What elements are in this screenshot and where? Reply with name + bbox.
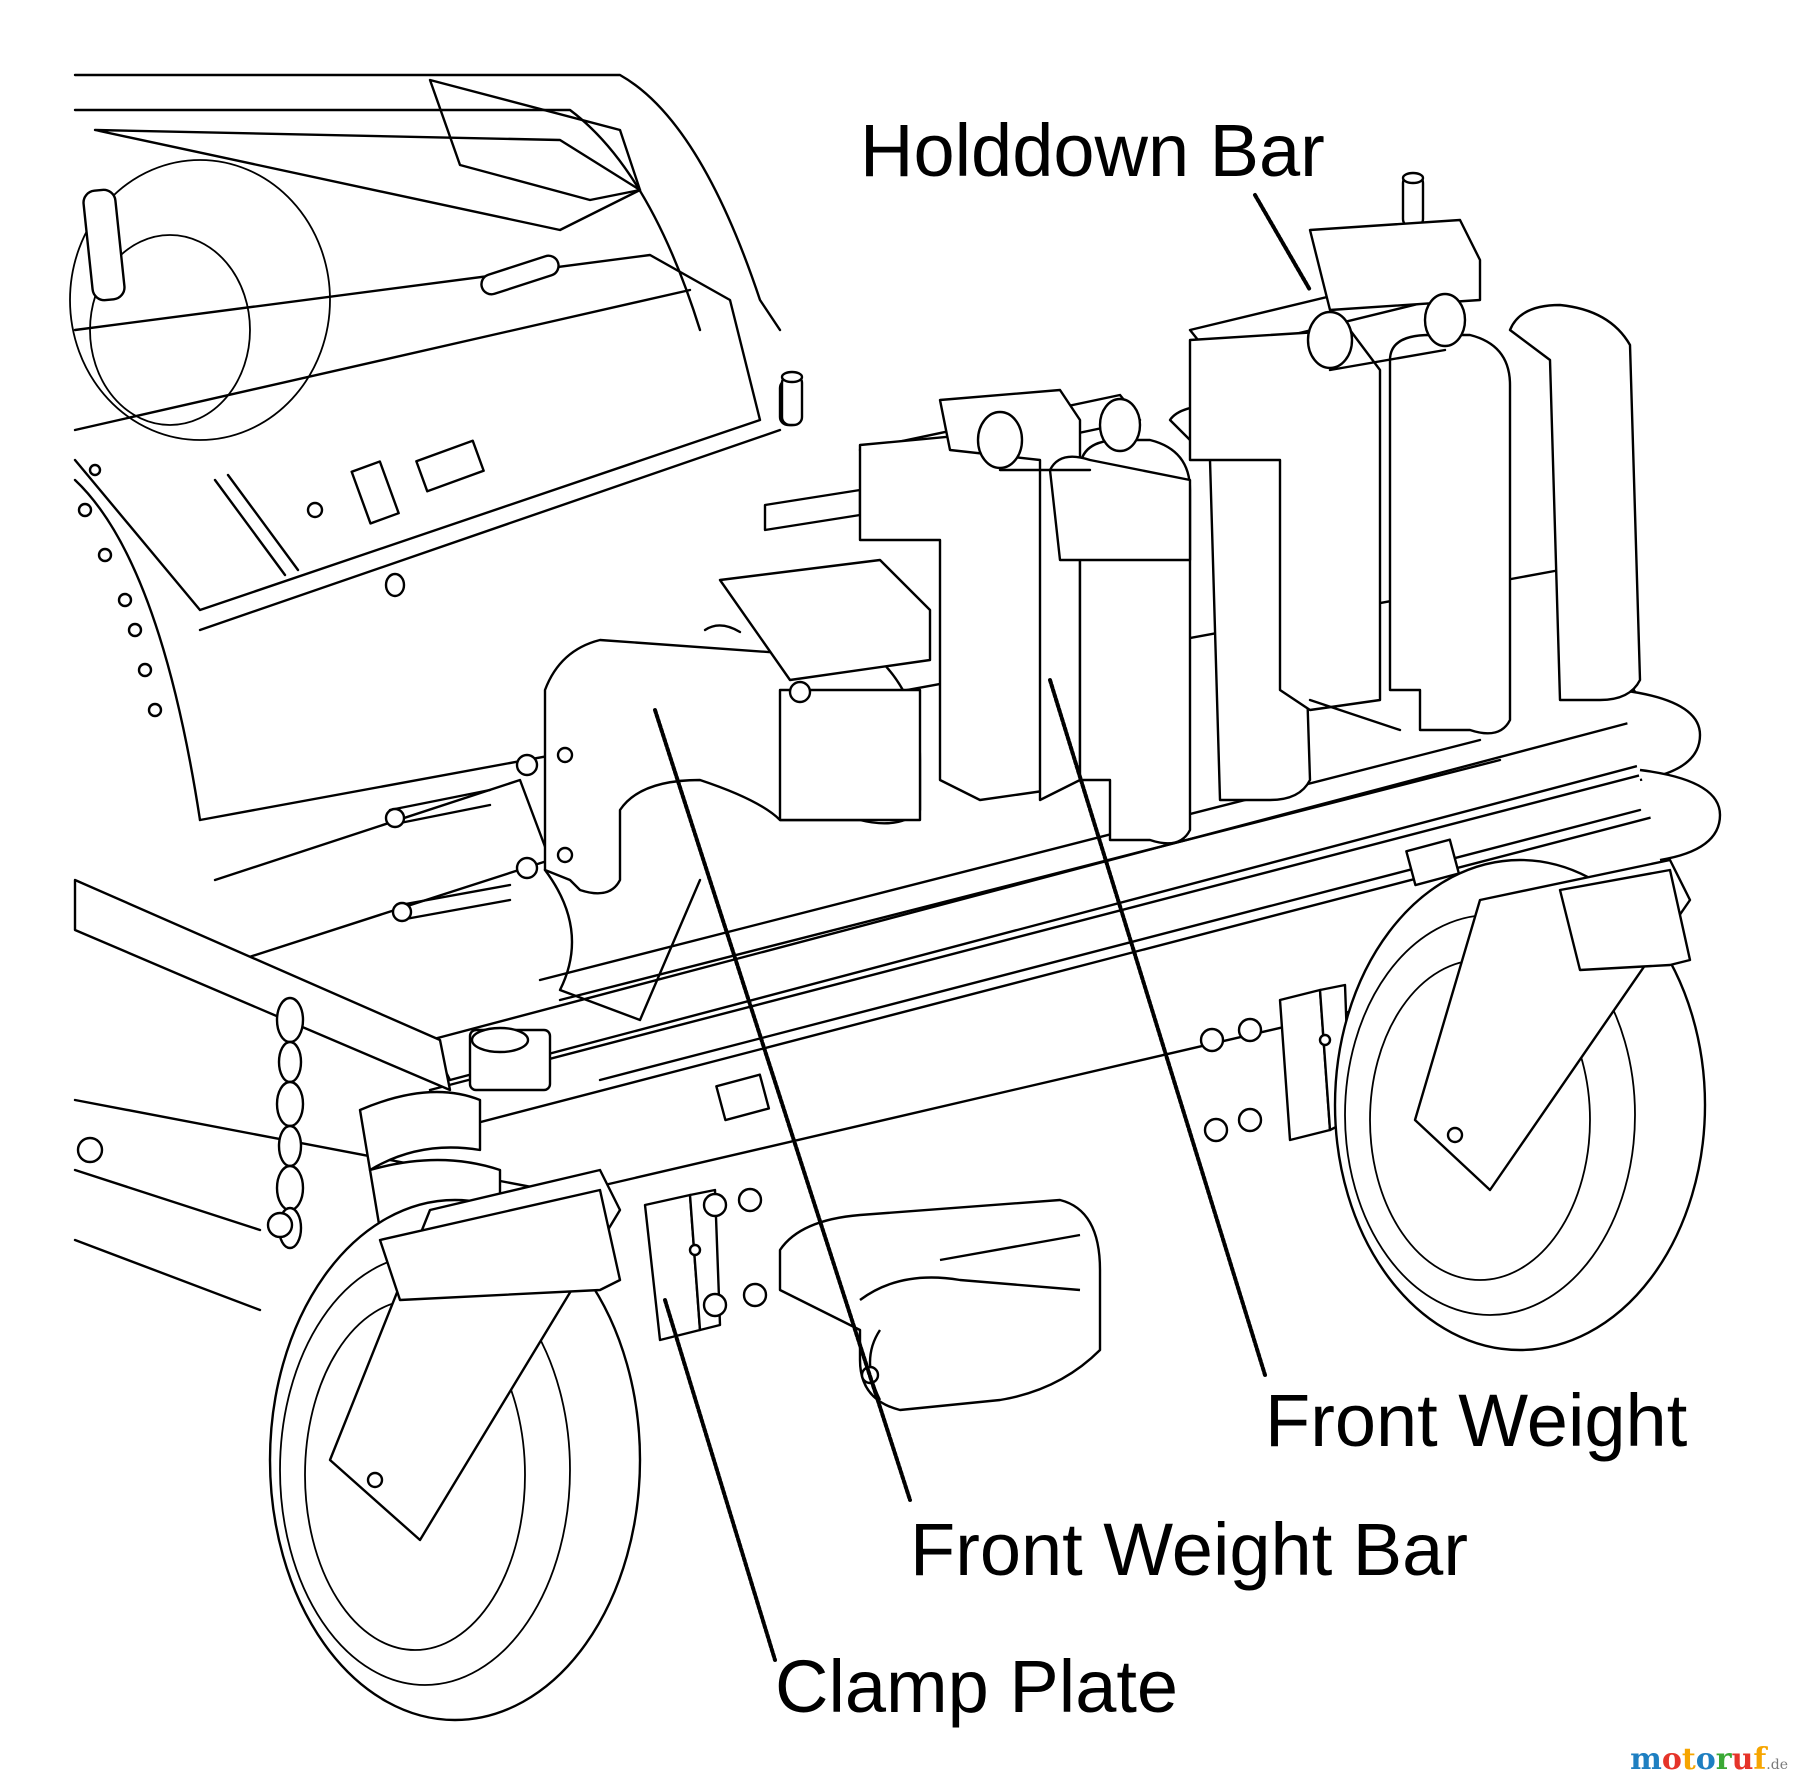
caster-wheel-right bbox=[1333, 858, 1707, 1352]
watermark-logo: motoruf.de bbox=[1630, 1742, 1788, 1777]
leader-front-weight-bar bbox=[653, 708, 912, 1502]
front-weight-set-right bbox=[1188, 218, 1642, 735]
leader-holddown-bar bbox=[1253, 193, 1312, 292]
watermark-letter: t bbox=[1681, 1742, 1696, 1777]
mower-body bbox=[69, 73, 802, 962]
watermark-letter: f bbox=[1753, 1742, 1767, 1777]
callout-holddown-bar: Holddown Bar bbox=[860, 109, 1325, 192]
clamp-plates bbox=[643, 983, 1352, 1342]
leader-lines bbox=[653, 193, 1312, 1662]
callout-clamp-plate: Clamp Plate bbox=[775, 1645, 1178, 1728]
watermark-letter: m bbox=[1630, 1742, 1662, 1777]
bumper-block bbox=[778, 1198, 1102, 1412]
watermark-letter: u bbox=[1731, 1742, 1754, 1777]
leader-front-weight bbox=[1048, 678, 1267, 1377]
callout-front-weight-bar: Front Weight Bar bbox=[910, 1508, 1468, 1591]
front-weight-bar bbox=[384, 558, 932, 1022]
watermark-letter: o bbox=[1695, 1742, 1716, 1777]
watermark-letter: r bbox=[1715, 1742, 1732, 1777]
vent-holes bbox=[77, 463, 163, 718]
watermark-suffix: .de bbox=[1766, 1757, 1788, 1773]
watermark-letter: o bbox=[1661, 1742, 1682, 1777]
front-weight-set-left bbox=[858, 388, 1312, 845]
callout-front-weight: Front Weight bbox=[1265, 1379, 1688, 1462]
caster-wheel-left bbox=[268, 1168, 642, 1722]
chain bbox=[76, 996, 305, 1250]
leader-clamp-plate bbox=[663, 1298, 777, 1662]
